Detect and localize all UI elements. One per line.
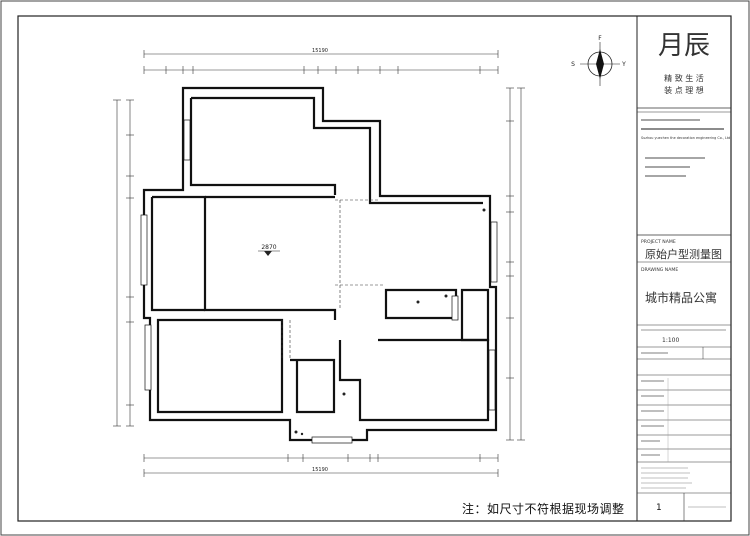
- beam-lines: [281, 199, 385, 360]
- outer-wall: [142, 86, 498, 442]
- page-number: 1: [656, 503, 662, 513]
- title-block: 月辰 精 致 生 活 装 点 理 想 Suzhou yuechen the de…: [636, 15, 732, 522]
- right-dimensions: [506, 87, 525, 441]
- top-dimensions: [143, 50, 499, 74]
- scale-text: 1:100: [662, 337, 679, 344]
- project-name-label: PROJECT NAME: [641, 239, 676, 245]
- north-label: F: [598, 35, 602, 42]
- left-dimensions: [113, 99, 134, 427]
- total-width-dimension-top: 15190: [312, 48, 328, 54]
- west-label: S: [571, 61, 575, 68]
- ceiling-height-label: 2870: [261, 244, 276, 251]
- north-arrow: F S Y: [571, 35, 626, 86]
- drawing-name-label: DRAWING NAME: [641, 267, 678, 273]
- company-english-name: Suzhou yuechen the decoration engineerin…: [641, 136, 730, 140]
- walls: [142, 86, 498, 442]
- dimension-note: 注：如尺寸不符根据现场调整: [462, 502, 625, 516]
- fixture-marks: [294, 208, 486, 436]
- east-label: Y: [621, 61, 626, 68]
- windows: [140, 119, 498, 444]
- logo-subtitle-1: 精 致 生 活: [664, 73, 704, 83]
- company-logo: 月辰: [658, 31, 710, 61]
- client-name: 城市精品公寓: [645, 290, 717, 305]
- drawing-name: 原始户型测量图: [645, 247, 722, 261]
- logo-subtitle-2: 装 点 理 想: [664, 85, 704, 95]
- sheet-inner-border: [17, 15, 732, 522]
- total-width-dimension-bottom: 15190: [312, 467, 328, 473]
- bottom-dimensions: [143, 454, 499, 477]
